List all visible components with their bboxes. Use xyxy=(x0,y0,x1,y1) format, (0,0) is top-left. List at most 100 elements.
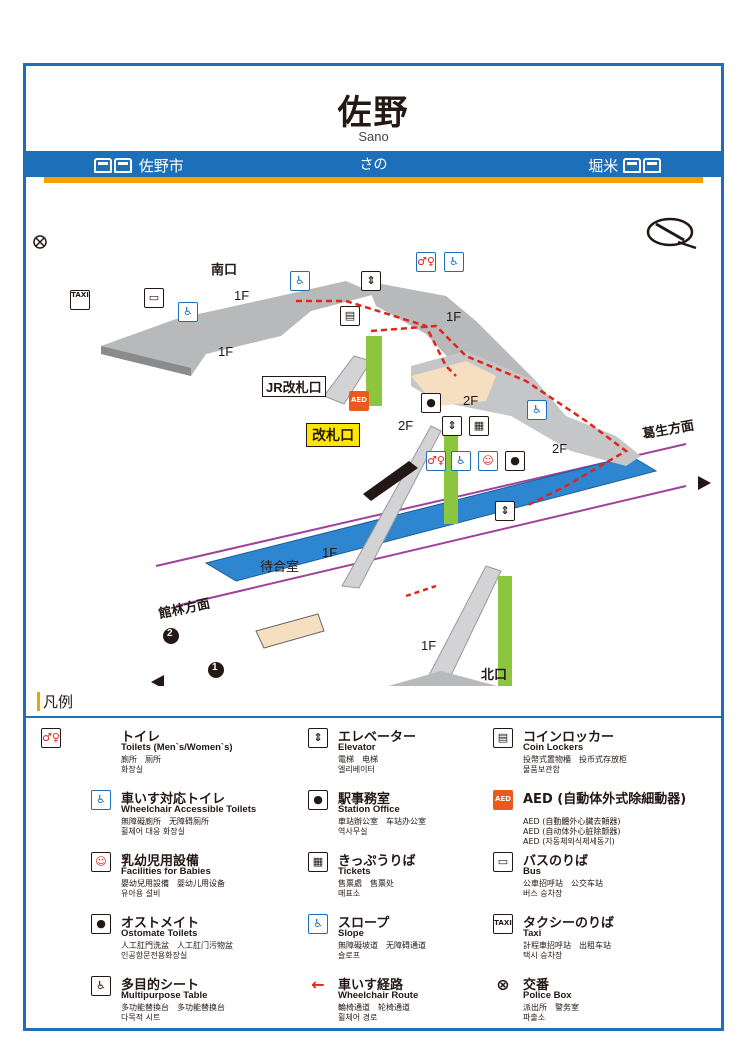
legend-jp: オストメイト xyxy=(121,916,200,931)
gate-label: 改札口 xyxy=(306,423,360,447)
floor-label: 2F xyxy=(552,441,568,456)
arrow-kuzuu xyxy=(698,476,711,490)
legend-en: Multipurpose Table xyxy=(121,990,208,1001)
legend-sub: 輪椅通道 轮椅通道 휠체어 경로 xyxy=(338,1003,410,1022)
aed-icon: AED xyxy=(493,790,513,810)
track-line-1 xyxy=(175,485,687,607)
elevator-icon: ⇕ xyxy=(495,501,515,521)
train-icon xyxy=(114,158,132,173)
wheelchair-icon: ♿ xyxy=(178,302,198,322)
station-office-icon: ● xyxy=(421,393,441,413)
slope-icon: ♿ xyxy=(308,914,328,934)
station-map-frame: 佐野 Sano 佐野市 さの 堀米 xyxy=(23,63,724,1031)
track-1-marker xyxy=(208,662,224,678)
wheelchair-icon: ♿ xyxy=(444,252,464,272)
baby-icon: ☺ xyxy=(91,852,111,872)
floor-label: 1F xyxy=(234,288,250,303)
legend-jp: トイレ xyxy=(121,730,161,745)
legend-sub: 電梯 电梯 엘리베이터 xyxy=(338,755,378,774)
legend-jp: コインロッカー xyxy=(523,730,615,745)
elevator-shaft-2 xyxy=(444,424,458,524)
wheelchair-route-icon: ← xyxy=(311,975,325,994)
track-2-number: 2 xyxy=(167,628,173,639)
next-station[interactable]: 堀米 xyxy=(588,155,663,176)
south-exit-label: 南口 xyxy=(211,262,238,277)
floor-label: 2F xyxy=(398,418,414,433)
legend-en: Wheelchair Route xyxy=(338,990,419,1001)
floor-label: 1F xyxy=(446,309,462,324)
elevator-shaft-3 xyxy=(498,576,512,686)
wheelchair-icon: ♿ xyxy=(290,271,310,291)
toilet-icon: ♂♀ xyxy=(416,252,436,272)
legend-sub: 公車招呼站 公交车站 버스 승차장 xyxy=(523,879,603,898)
bus-icon: ▭ xyxy=(144,288,164,308)
north-building xyxy=(388,671,498,686)
legend-jp: スロープ xyxy=(338,916,390,931)
next-station-label: 堀米 xyxy=(588,157,619,175)
legend-sub: AED (自動體外心臟去顫器) AED (自动体外心脏除颤器) AED (자동체… xyxy=(523,817,621,846)
baby-icon: ☺ xyxy=(478,451,498,471)
legend-sub: 派出所 警务室 파출소 xyxy=(523,1003,579,1022)
elevator-icon: ⇕ xyxy=(308,728,328,748)
legend-en: Station Office xyxy=(338,804,400,815)
jr-gate-label: JR改札口 xyxy=(262,376,326,397)
legend-sub: 多功能替換台 多功能替换台 다목적 시트 xyxy=(121,1003,225,1022)
stairs-platform xyxy=(341,425,442,589)
south-building xyxy=(101,281,376,376)
police-box-icon xyxy=(33,235,47,249)
arrow-tatebayashi xyxy=(151,675,164,686)
multipurpose-seat-icon: ♿ xyxy=(91,976,111,996)
prev-station[interactable]: 佐野市 xyxy=(94,155,184,176)
ostomate-icon: ● xyxy=(91,914,111,934)
bus-icon: ▭ xyxy=(493,852,513,872)
legend-sub: 計程車招呼站 出租车站 택시 승차장 xyxy=(523,941,611,960)
train-icon xyxy=(623,158,641,173)
track-1-number: 1 xyxy=(212,662,218,673)
legend-en: Facilities for Babies xyxy=(121,866,211,877)
legend-jp: タクシーのりば xyxy=(523,916,615,931)
legend-jp: きっぷうりば xyxy=(338,854,416,869)
ticket-icon: ▦ xyxy=(469,416,489,436)
station-kana: さの xyxy=(359,157,388,173)
track-2-marker xyxy=(163,628,179,644)
elevator-icon: ⇕ xyxy=(361,271,381,291)
ostomate-icon: ● xyxy=(505,451,525,471)
taxi-icon: TAXI xyxy=(493,914,513,934)
toilet-icon: ♂♀ xyxy=(41,728,61,748)
coin-locker-icon: ▤ xyxy=(340,306,360,326)
legend-jp: 駅事務室 xyxy=(338,792,391,807)
train-icon xyxy=(643,158,661,173)
legend-jp: 車いす対応トイレ xyxy=(121,792,226,807)
legend-sub: 廁所 厕所 화장실 xyxy=(121,755,161,774)
north-exit-label: 北口 xyxy=(481,667,508,682)
legend-title: 凡例 xyxy=(36,692,74,711)
aed-icon: AED xyxy=(349,391,369,411)
legend-jp: 交番 xyxy=(523,978,550,993)
legend-en: Wheelchair Accessible Toilets xyxy=(121,804,257,815)
legend-en: Police Box xyxy=(523,990,572,1001)
floor-label: 1F xyxy=(421,638,437,653)
stairs-north xyxy=(425,565,502,686)
floor-label: 1F xyxy=(322,545,338,560)
coin-locker-icon: ▤ xyxy=(493,728,513,748)
floor-label: 2F xyxy=(463,393,479,408)
legend-sub: 售票處 售票处 매표소 xyxy=(338,879,394,898)
legend-en: Coin Lockers xyxy=(523,742,584,753)
legend-en: Tickets xyxy=(338,866,371,877)
station-diagram xyxy=(33,217,711,686)
station-office-icon: ● xyxy=(308,790,328,810)
waiting-room-label: 待合室 xyxy=(260,559,300,574)
wheelchair-toilet-icon: ♿ xyxy=(91,790,111,810)
line-bar xyxy=(26,151,721,177)
legend-sub: 無障礙坡道 无障碍通道 슬로프 xyxy=(338,941,426,960)
legend-en: Taxi xyxy=(523,928,542,939)
prev-station-label: 佐野市 xyxy=(138,157,184,175)
legend-en: Ostomate Toilets xyxy=(121,928,198,939)
train-icon xyxy=(94,158,112,173)
wheelchair-icon: ♿ xyxy=(527,400,547,420)
legend-en: Bus xyxy=(523,866,541,877)
legend-jp: 多目的シート xyxy=(121,978,200,993)
legend-jp: バスのりば xyxy=(523,854,589,869)
toilet-icon: ♂♀ xyxy=(426,451,446,471)
legend-en: Elevator xyxy=(338,742,376,753)
